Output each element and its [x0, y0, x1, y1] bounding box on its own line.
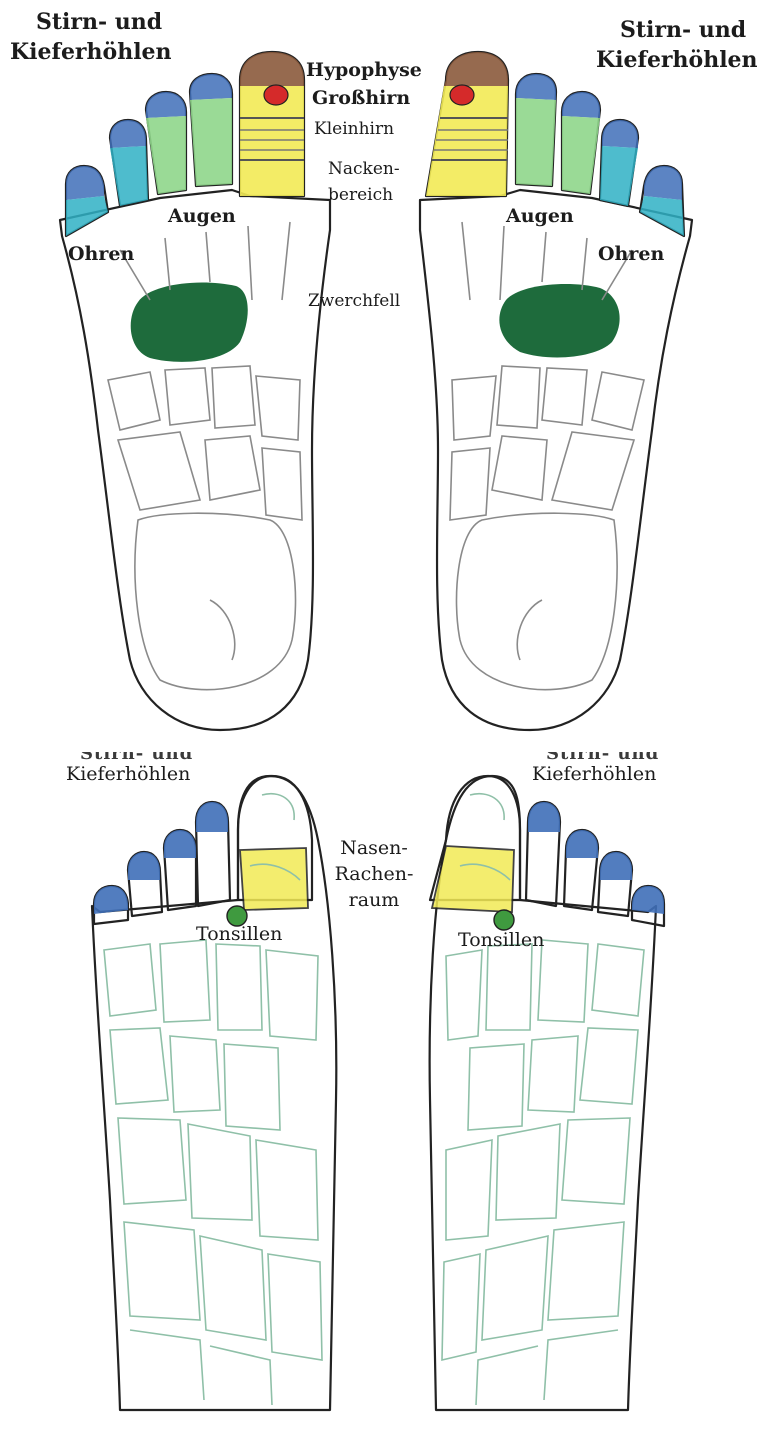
label-grosshirn: Großhirn: [312, 88, 410, 110]
label-nasen-1: Nasen-: [324, 838, 424, 860]
label-sinus-bottom-left: Kieferhöhlen: [66, 764, 190, 786]
label-sinus-bottom-left-cut: Stirn- und: [80, 752, 193, 762]
label-sinus-top-right-1: Stirn- und: [620, 18, 746, 43]
label-sinus-top-right-2: Kieferhöhlen: [596, 48, 758, 73]
top-right-pituitary-dot: [450, 85, 474, 105]
bottom-right-tonsil-dot: [494, 910, 514, 930]
label-zwerchfell: Zwerchfell: [308, 292, 400, 312]
top-left-ear-toe4: [110, 146, 148, 206]
label-nacken-1: Nacken-: [328, 160, 400, 180]
label-sinus-top-left-1: Stirn- und: [36, 10, 162, 35]
top-left-eye-toe2: [190, 98, 232, 186]
label-nasen-3: raum: [324, 890, 424, 912]
label-ohren-right: Ohren: [598, 244, 664, 266]
label-hypophyse: Hypophyse: [306, 60, 422, 82]
top-right-foot-outline: [420, 190, 692, 730]
label-sinus-bottom-right-cut: Stirn- und: [546, 752, 659, 762]
label-nacken-2: bereich: [328, 186, 393, 206]
label-ohren-left: Ohren: [68, 244, 134, 266]
bottom-left-zones: [94, 802, 308, 926]
top-right-diaphragm: [499, 284, 619, 357]
label-augen-right: Augen: [506, 206, 574, 228]
top-left-diaphragm: [131, 283, 248, 362]
bottom-right-nasal-zone: [432, 846, 514, 912]
label-sinus-top-left-2: Kieferhöhlen: [10, 40, 172, 65]
label-augen-left: Augen: [168, 206, 236, 228]
label-kleinhirn: Kleinhirn: [314, 120, 394, 140]
label-tonsillen-right: Tonsillen: [458, 930, 544, 952]
top-left-eye-toe3: [146, 116, 186, 194]
label-nasen-2: Rachen-: [324, 864, 424, 886]
top-left-pituitary-dot: [264, 85, 288, 105]
label-sinus-bottom-right: Kieferhöhlen: [532, 764, 656, 786]
label-tonsillen-left: Tonsillen: [196, 924, 282, 946]
